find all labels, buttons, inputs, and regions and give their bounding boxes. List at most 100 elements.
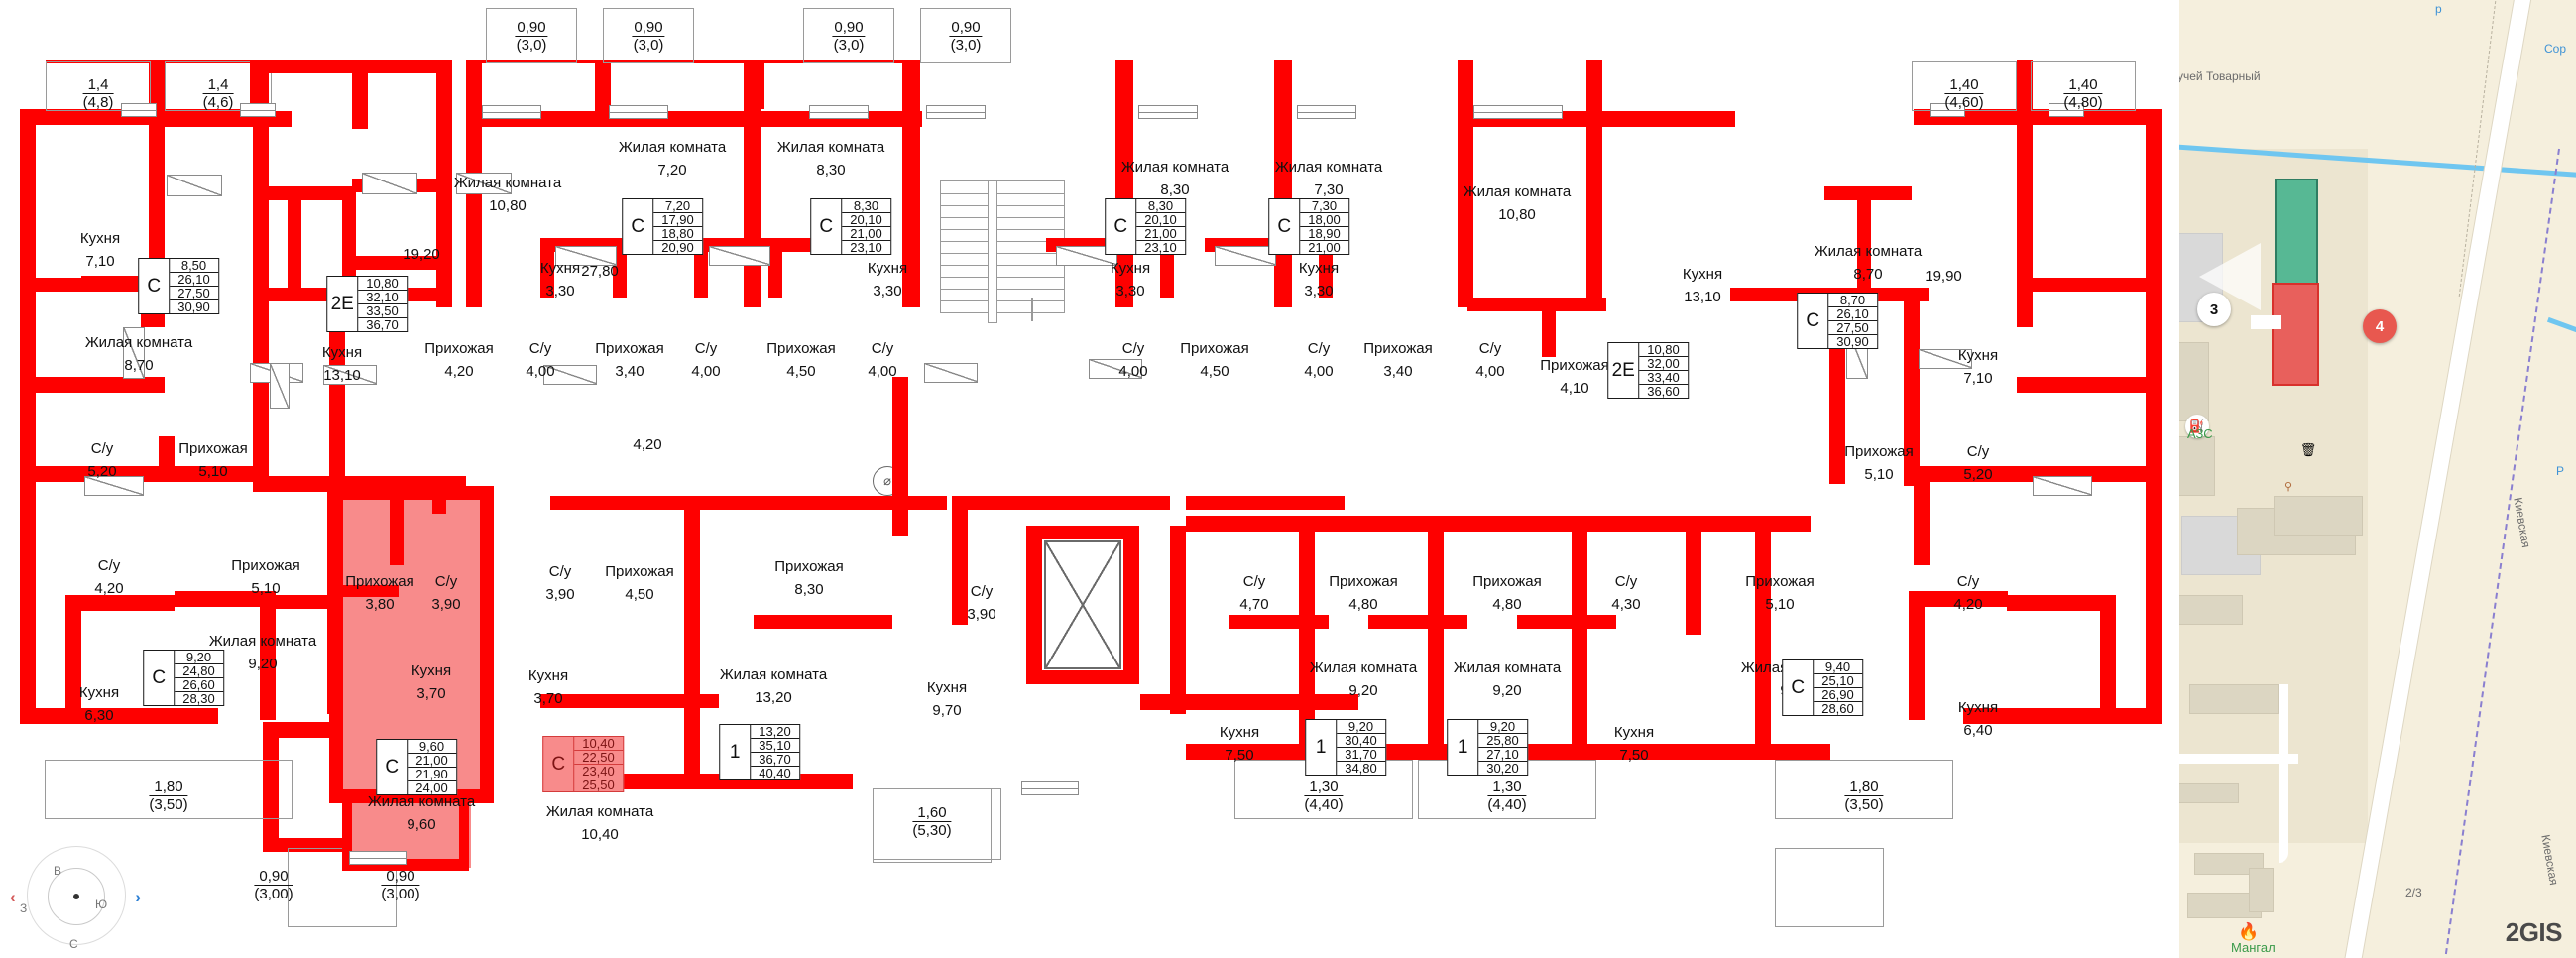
balcony-area-full: (3,00) — [381, 886, 420, 902]
trash-icon[interactable]: 🗑 — [2299, 442, 2317, 457]
wall — [684, 496, 700, 774]
wall — [482, 60, 918, 63]
apartment-area-value: 13,20 — [751, 725, 799, 739]
wall — [1458, 60, 1473, 307]
apartment-type: C — [543, 737, 575, 791]
wall — [1914, 466, 2023, 482]
room-area: 8,70 — [1853, 266, 1883, 283]
map-building — [2179, 595, 2243, 625]
apartment-area-value: 9,20 — [1337, 720, 1385, 734]
door-icon — [2033, 476, 2092, 496]
map-pin-4[interactable]: 4 — [2363, 309, 2397, 343]
map-label: Сор — [2544, 42, 2567, 56]
apartment-area-value: 33,50 — [358, 304, 407, 318]
wall — [952, 496, 1170, 510]
wall — [1160, 243, 1174, 298]
flame-icon[interactable]: 🔥 — [2238, 922, 2260, 941]
balcony-area-full: (4,40) — [1304, 796, 1344, 813]
room-area: 4,80 — [1492, 596, 1522, 613]
balcony-area-full: (3,00) — [254, 886, 293, 902]
wall — [1026, 526, 1042, 684]
map-poi-label[interactable]: Мангал — [2231, 940, 2276, 955]
room-name: С/у — [970, 583, 994, 600]
window-icon — [482, 105, 541, 119]
room-area: 10,40 — [581, 826, 619, 843]
balcony-area: 0,90 — [515, 19, 548, 37]
wall — [1026, 670, 1139, 684]
room-name: Кухня — [1682, 266, 1723, 283]
wall — [65, 595, 175, 611]
room-name: С/у — [548, 563, 572, 580]
room-name: Кухня — [1613, 724, 1655, 741]
room-area: 3,90 — [431, 596, 461, 613]
apartment-area-value: 10,80 — [1639, 343, 1688, 357]
room-area: 8,30 — [794, 581, 824, 598]
apartment-area-value: 31,70 — [1337, 748, 1385, 762]
room-area: 3,30 — [1115, 283, 1145, 299]
wall — [149, 125, 165, 284]
map-poi-label[interactable]: АЗС — [2187, 426, 2213, 441]
room-name: Прихожая — [424, 340, 494, 357]
floor-plan-canvas[interactable]: ⌀ — [0, 0, 2179, 958]
map-building-block-red[interactable] — [2272, 283, 2319, 386]
pin-icon[interactable]: ⚲ — [2283, 480, 2293, 493]
wall — [540, 694, 719, 708]
balcony-area-full: (3,50) — [1844, 796, 1884, 813]
map-road — [2279, 684, 2288, 863]
wall — [749, 60, 764, 109]
room-name: Кухня — [1219, 724, 1260, 741]
balcony-area-full: (3,50) — [149, 796, 188, 813]
room-area: 4,20 — [444, 363, 474, 380]
map-building-block-green[interactable] — [2275, 179, 2318, 287]
apartment-area-value: 22,50 — [574, 751, 623, 765]
map-pin-3[interactable]: 3 — [2197, 293, 2231, 326]
balcony-area-label: 0,90(3,0) — [949, 20, 983, 54]
fuel-icon[interactable]: ⛽ — [2185, 415, 2209, 438]
apartment-area-value: 27,50 — [170, 287, 218, 300]
balcony-outline — [165, 61, 272, 111]
wall — [1586, 60, 1602, 307]
apartment-area-value: 21,00 — [408, 754, 456, 768]
window-icon — [926, 105, 986, 119]
apartment-area-value: 35,10 — [751, 739, 799, 753]
apartment-area-value: 28,60 — [1821, 701, 1854, 716]
wall — [2017, 60, 2033, 327]
room-name: Жилая комната — [1463, 183, 1572, 200]
apartment-area-value: 20,90 — [661, 240, 694, 255]
wall — [1467, 298, 1606, 311]
room-name: Кухня — [410, 662, 452, 679]
balcony-area-full: (4,60) — [1944, 94, 1984, 111]
room-name: С/у — [1307, 340, 1331, 357]
compass-next-icon[interactable]: › — [135, 888, 141, 906]
balcony-area-label: 1,40(4,80) — [2063, 77, 2103, 111]
compass-prev-icon[interactable]: ‹ — [10, 888, 16, 906]
